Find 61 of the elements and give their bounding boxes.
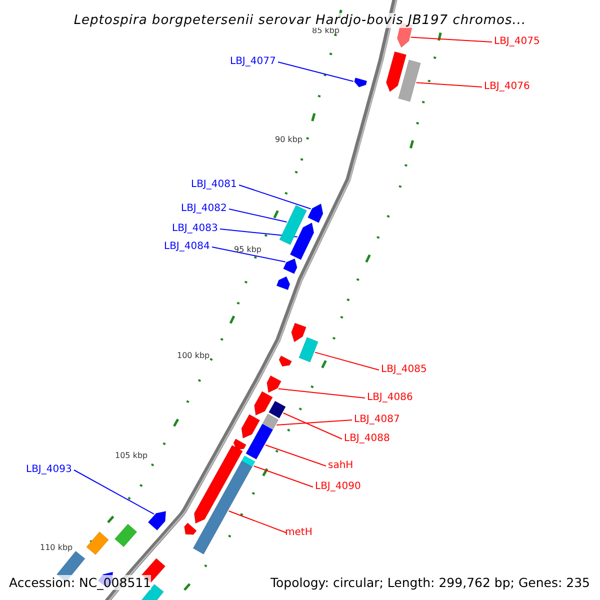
scale-label: 95 kbp	[234, 245, 262, 255]
gene-label: LBJ_4076	[484, 81, 530, 93]
scale-label: 100 kbp	[177, 351, 210, 361]
pointed-gene-block	[233, 438, 246, 450]
gene-block	[86, 532, 109, 556]
pointed-gene-block	[283, 258, 298, 274]
accession-text: Accession: NC_008511	[9, 575, 152, 590]
gene-label: metH	[285, 527, 312, 539]
gene-block	[114, 524, 138, 548]
leader-line	[416, 82, 482, 88]
leader-line	[278, 388, 366, 398]
gene-label: LBJ_4082	[181, 203, 227, 215]
pointed-gene-block	[254, 391, 273, 416]
gene-block	[246, 424, 274, 460]
pointed-gene-block	[148, 510, 166, 530]
gene-label: LBJ_4088	[344, 433, 390, 445]
gene-block	[298, 337, 318, 362]
pointed-gene-block	[354, 78, 368, 88]
leader-line	[276, 420, 352, 426]
gene-label: LBJ_4084	[164, 241, 210, 253]
leader-line	[253, 466, 314, 488]
leader-line	[278, 62, 354, 82]
gene-label: sahH	[328, 460, 354, 472]
gene-label: LBJ_4077	[230, 56, 276, 68]
leader-line	[74, 470, 154, 515]
pointed-gene-block	[290, 222, 314, 260]
gene-block	[398, 60, 421, 102]
leader-line	[212, 246, 286, 262]
summary-text: Topology: circular; Length: 299,762 bp; Genes: 235	[270, 575, 590, 590]
pointed-gene-block	[194, 445, 243, 524]
gene-block	[268, 400, 286, 418]
leader-line	[238, 184, 312, 210]
gene-label: LBJ_4086	[367, 392, 413, 404]
scale-label: 85 kbp	[312, 26, 340, 36]
gene-block	[192, 460, 252, 554]
leader-line	[314, 352, 380, 370]
gene-label: LBJ_4083	[172, 223, 218, 235]
leader-line	[410, 36, 492, 42]
gene-label: LBJ_4085	[381, 364, 427, 376]
pointed-gene-block	[241, 414, 260, 439]
leader-line	[228, 510, 288, 534]
pointed-gene-block	[184, 522, 197, 535]
gene-label: LBJ_4093	[26, 464, 72, 476]
title: Leptospira borgpetersenii serovar Hardjo-bovis JB197 chromos...	[74, 13, 526, 28]
scale-label: 110 kbp	[40, 543, 73, 553]
gene-label: LBJ_4090	[315, 481, 361, 493]
gene-block	[262, 414, 279, 430]
leader-line	[228, 208, 288, 222]
gene-label: LBJ_4081	[191, 179, 237, 191]
gene-label: LBJ_4075	[494, 36, 540, 48]
pointed-gene-block	[278, 355, 292, 367]
pointed-gene-block	[276, 276, 290, 290]
gene-label: LBJ_4087	[354, 414, 400, 426]
gene-block	[279, 205, 307, 245]
scale-label: 105 kbp	[115, 451, 148, 461]
pointed-gene-block	[386, 51, 407, 92]
leader-line	[265, 444, 326, 466]
scale-label: 90 kbp	[275, 135, 303, 145]
pointed-gene-block	[291, 322, 306, 342]
leader-line	[282, 412, 342, 440]
pointed-gene-block	[266, 375, 282, 393]
